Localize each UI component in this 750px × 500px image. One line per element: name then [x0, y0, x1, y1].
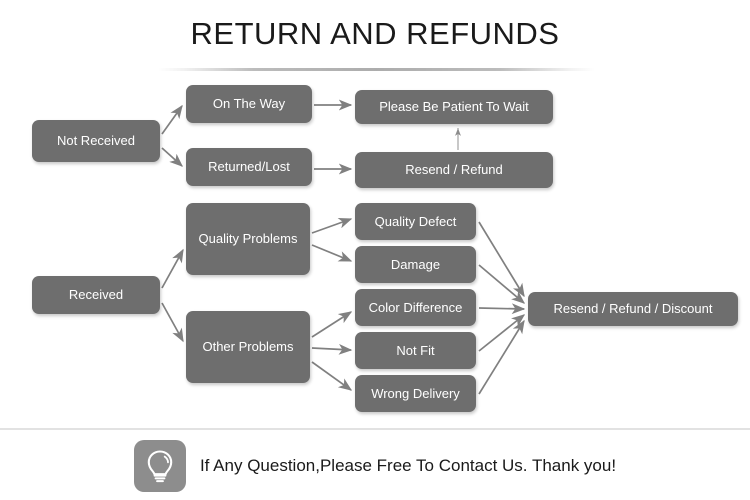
- arrow-quality-problems-to-quality-defect: [311, 218, 353, 234]
- arrow-not-received-to-returned-lost: [161, 147, 184, 167]
- node-not-fit[interactable]: Not Fit: [355, 332, 476, 369]
- node-wrong-delivery[interactable]: Wrong Delivery: [355, 375, 476, 412]
- footer-text: If Any Question,Please Free To Contact U…: [199, 456, 617, 475]
- arrow-other-problems-to-color-difference: [311, 311, 353, 338]
- node-other-problems[interactable]: Other Problems: [186, 311, 310, 383]
- footer: If Any Question,Please Free To Contact U…: [0, 436, 750, 496]
- node-quality-defect[interactable]: Quality Defect: [355, 203, 476, 240]
- node-returned-lost[interactable]: Returned/Lost: [186, 148, 312, 186]
- page-title: RETURN AND REFUNDS: [190, 16, 560, 51]
- arrow-other-problems-to-wrong-delivery: [311, 361, 353, 391]
- arrow-damage-to-resend-refund-discount: [478, 264, 526, 304]
- arrow-quality-problems-to-damage: [311, 244, 353, 262]
- node-please-be-patient-to-wait[interactable]: Please Be Patient To Wait: [355, 90, 553, 124]
- arrow-not-fit-to-resend-refund-discount: [478, 314, 526, 352]
- arrow-not-received-to-on-the-way: [161, 104, 183, 135]
- title-divider: [158, 68, 595, 71]
- arrow-color-difference-to-resend-refund-discount: [478, 303, 526, 315]
- node-resend-refund-discount[interactable]: Resend / Refund / Discount: [528, 292, 738, 326]
- node-received[interactable]: Received: [32, 276, 160, 314]
- node-resend-refund[interactable]: Resend / Refund: [355, 152, 553, 188]
- arrow-quality-defect-to-resend-refund-discount: [478, 221, 525, 298]
- node-damage[interactable]: Damage: [355, 246, 476, 283]
- arrow-other-problems-to-not-fit: [311, 343, 353, 355]
- node-quality-problems[interactable]: Quality Problems: [186, 203, 310, 275]
- node-not-received[interactable]: Not Received: [32, 120, 160, 162]
- node-on-the-way[interactable]: On The Way: [186, 85, 312, 123]
- arrow-wrong-delivery-to-resend-refund-discount: [478, 319, 525, 395]
- arrow-received-to-quality-problems: [161, 248, 184, 289]
- footer-divider: [0, 428, 750, 430]
- node-color-difference[interactable]: Color Difference: [355, 289, 476, 326]
- arrow-received-to-other-problems: [161, 302, 184, 343]
- lightbulb-icon: [133, 440, 186, 492]
